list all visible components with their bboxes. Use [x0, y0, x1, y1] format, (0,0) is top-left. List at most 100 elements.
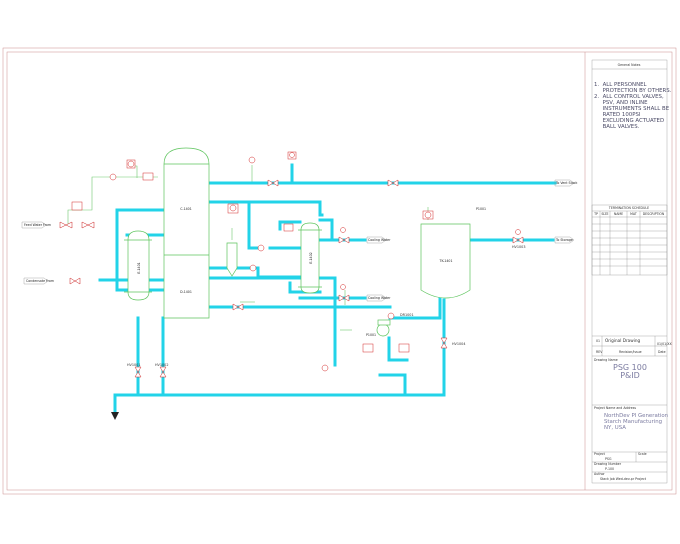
- valve-10: [159, 366, 167, 373]
- note-line-1: 1. ALL PERSONNEL: [594, 82, 647, 88]
- instrument-bubble-13: [340, 227, 346, 233]
- ts-header-mat: MAT: [630, 212, 637, 216]
- note-line-4: PSV, AND INLINE: [594, 100, 648, 106]
- outlet-vent: To Vent Stack: [554, 179, 578, 187]
- pump-label: P1001: [366, 333, 376, 337]
- outlet-cooling-1-label: Cooling Water: [368, 238, 391, 242]
- inlet-feed: Feed Water From: [21, 221, 51, 229]
- valve-7: [512, 236, 519, 244]
- instrument-bubble-16: [424, 211, 432, 219]
- column-upper-label: C-1401: [180, 207, 192, 211]
- tank-tk-1401: TK-1401 P1001: [420, 207, 486, 299]
- tag-dr1001: DR1001: [400, 313, 414, 317]
- valve-10b: [159, 371, 167, 378]
- drawing-name-line1: PSG 100: [613, 363, 647, 372]
- termination-schedule-title: TERMINATION SCHEDULE: [608, 206, 649, 210]
- instrument-bubble-14: [340, 284, 346, 290]
- valve-1: [59, 221, 67, 229]
- rev-row-1-rev: 01: [596, 339, 600, 343]
- project-label: Project Name and Address: [594, 406, 636, 410]
- valve-2: [81, 221, 89, 229]
- ts-header-description: DESCRIPTION: [643, 212, 665, 216]
- tb-author-label: Author: [594, 472, 605, 476]
- tb-project-value: PSG: [605, 457, 612, 461]
- tb-author-value: Stack Job Wed-dev-pr Project: [600, 477, 647, 481]
- inlet-feed-label: Feed Water From: [24, 223, 51, 227]
- outer-border: [2, 47, 677, 495]
- instrument-bubble-21: [515, 229, 521, 235]
- termination-schedule: TERMINATION SCHEDULE TP SIZE NAME MAT DE…: [591, 204, 668, 276]
- instruments: [71, 151, 521, 372]
- rev-row-2-date: Date: [658, 350, 666, 354]
- note-line-5: INSTRUMENTS SHALL BE: [594, 106, 670, 112]
- valve-4b: [392, 179, 399, 187]
- project-line-1: NorthDev PI Generation: [604, 413, 668, 419]
- instrument-bubble-7: [289, 152, 295, 158]
- valve-1b: [65, 221, 73, 229]
- instrument-box-12: [283, 223, 294, 232]
- outlet-vent-label: To Vent Stack: [555, 181, 578, 185]
- valve-9: [134, 366, 142, 373]
- exchanger-e-1402: E-1402: [298, 222, 322, 294]
- project-line-2: Starch Manufacturing: [604, 419, 662, 425]
- valve-2b: [87, 221, 95, 229]
- outlet-cooling-2: Cooling Water: [366, 294, 391, 302]
- tank-vent-label: P1001: [476, 207, 486, 211]
- tag-hv1004: HV1004: [452, 342, 466, 346]
- note-line-3: 2. ALL CONTROL VALVES,: [594, 94, 664, 100]
- drawing-name-block: Drawing Name PSG 100 P&ID: [592, 358, 667, 406]
- instrument-bubble-1: [127, 160, 135, 168]
- note-line-6: RATED 100PSI: [594, 112, 641, 118]
- exchanger-left-label: E-1401: [137, 262, 141, 273]
- note-line-7: EXCLUDING ACTUATED: [594, 118, 664, 124]
- project-line-3: NY, USA: [604, 425, 626, 431]
- valve-9b: [134, 371, 142, 378]
- note-line-2: PROTECTION BY OTHERS.: [594, 88, 672, 94]
- project-block: Project Name and Address NorthDev PI Gen…: [592, 406, 668, 453]
- drawing-name-line2: P&ID: [620, 371, 640, 380]
- instrument-bubble-5: [248, 156, 256, 164]
- valve-3: [69, 277, 76, 285]
- valve-11b: [440, 342, 448, 349]
- valve-8: [232, 303, 239, 311]
- tag-hv1003: HV1003: [512, 245, 526, 249]
- valve-11: [440, 337, 448, 344]
- rev-row-2-desc: Revision/Issue: [619, 350, 642, 354]
- tag-hv1001: HV1001: [127, 363, 141, 367]
- ts-header-size: SIZE: [601, 212, 608, 216]
- instrument-bubble-11: [249, 264, 257, 272]
- exchanger-right-label: E-1402: [309, 252, 313, 263]
- tb-drawing-number-value: P-100: [605, 467, 614, 471]
- tank-label: TK-1401: [439, 259, 453, 263]
- inlet-condensate: Condensate From: [23, 277, 54, 285]
- instrument-bubble-2: [109, 173, 117, 181]
- instrument-box-18: [398, 343, 410, 353]
- valve-6: [338, 294, 345, 302]
- rev-row-1-desc: Original Drawing: [605, 338, 640, 343]
- instrument-box-3: [142, 172, 154, 181]
- drain-valve: [111, 412, 119, 420]
- valve-12: [267, 179, 274, 187]
- valve-5b: [343, 236, 350, 244]
- instrument-bubble-10: [257, 244, 265, 252]
- inlet-condensate-label: Condensate From: [26, 279, 54, 283]
- drawing-name-label: Drawing Name: [594, 358, 618, 362]
- outlet-cooling-1: Cooling Water: [366, 236, 391, 244]
- tag-hv1002: HV1002: [155, 363, 169, 367]
- tb-project-label: Project: [594, 452, 606, 456]
- valve-5: [338, 236, 345, 244]
- column-c-1401: C-1401 D-1401: [163, 147, 210, 319]
- instrument-bubble-19: [387, 312, 395, 320]
- valve-3b: [74, 277, 81, 285]
- general-notes: General Notes 1. ALL PERSONNEL PROTECTIO…: [592, 63, 672, 130]
- instrument-bubble-9: [229, 204, 237, 212]
- pump-p1001: P1001: [366, 319, 391, 337]
- valve-7b: [517, 236, 524, 244]
- valve-4: [387, 179, 394, 187]
- tb-scale-label: Scale: [638, 452, 647, 456]
- instrument-box-4: [71, 201, 83, 211]
- tb-drawing-number-label: Drawing Number: [594, 462, 622, 466]
- valve-6b: [343, 294, 350, 302]
- revision-block: 01 Original Drawing 01/01/XX REV Revisio…: [592, 335, 672, 357]
